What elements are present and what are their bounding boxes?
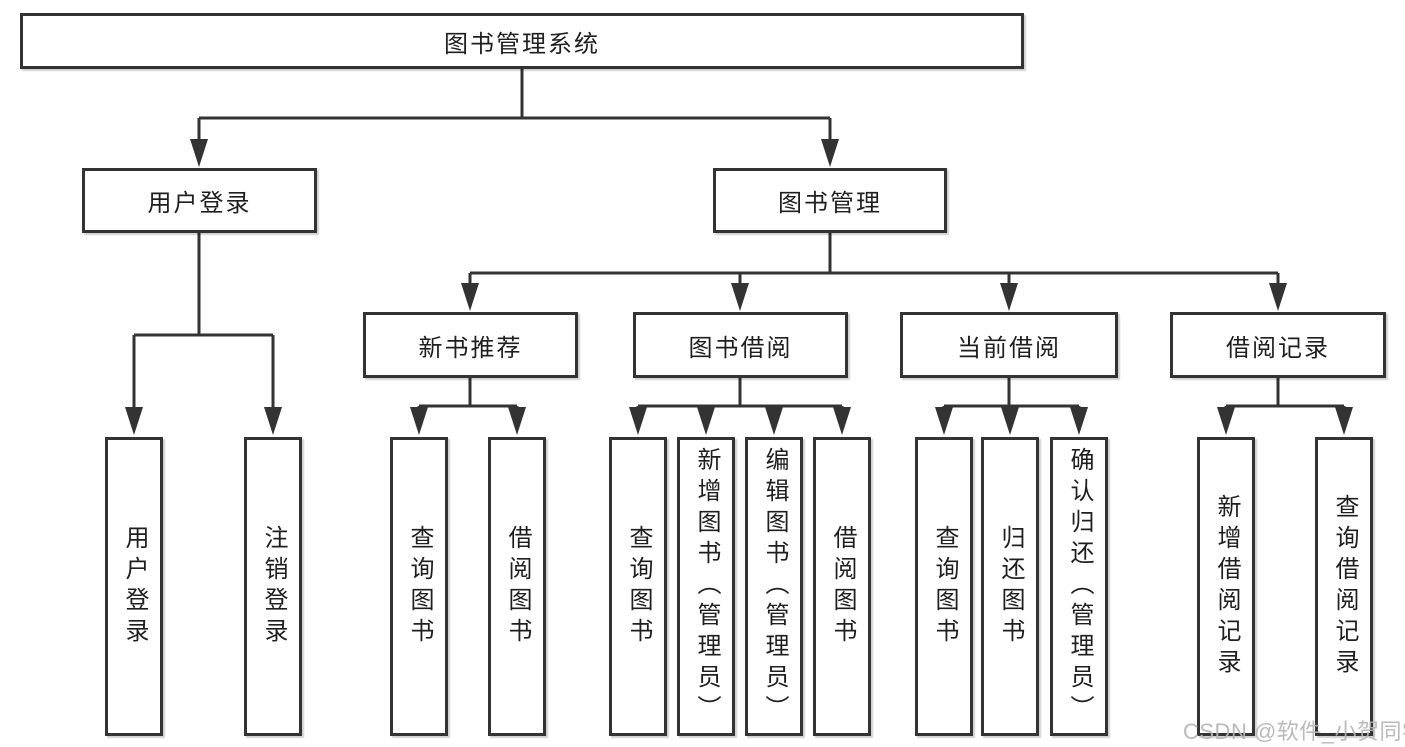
leaf-borrow-books-2: 借阅图书 (813, 437, 871, 736)
leaf-label: 确认归还（管理员） (1066, 447, 1093, 726)
node-user-login: 用户登录 (82, 168, 317, 233)
leaf-label: 归还图书 (997, 524, 1024, 649)
node-label: 借阅记录 (1226, 334, 1330, 362)
leaf-label: 用户登录 (121, 524, 148, 649)
leaf-label: 编辑图书（管理员） (761, 447, 788, 726)
leaf-label: 查询图书 (625, 524, 652, 649)
node-label: 图书管理 (778, 190, 882, 217)
leaf-label: 借阅图书 (504, 524, 531, 649)
leaf-label: 新增图书（管理员） (693, 447, 720, 726)
leaf-confirm-return-admin: 确认归还（管理员） (1050, 437, 1108, 736)
leaf-query-borrow-record: 查询借阅记录 (1315, 437, 1373, 736)
leaf-label: 查询图书 (931, 524, 958, 649)
leaf-logout: 注销登录 (244, 437, 302, 736)
leaf-label: 查询借阅记录 (1331, 493, 1358, 680)
leaf-borrow-books-1: 借阅图书 (488, 437, 546, 736)
leaf-query-books-1: 查询图书 (390, 437, 448, 736)
node-label: 图书管理系统 (444, 30, 600, 58)
leaf-edit-book-admin: 编辑图书（管理员） (745, 437, 803, 736)
node-book-borrow: 图书借阅 (633, 312, 848, 378)
node-new-book-recommend: 新书推荐 (363, 312, 578, 378)
node-library-management-system: 图书管理系统 (20, 13, 1024, 69)
leaf-label: 注销登录 (260, 524, 287, 649)
leaf-add-book-admin: 新增图书（管理员） (677, 437, 735, 736)
node-label: 当前借阅 (957, 334, 1061, 362)
leaf-add-borrow-record: 新增借阅记录 (1197, 437, 1255, 736)
node-borrow-records: 借阅记录 (1170, 312, 1386, 378)
csdn-watermark: CSDN @软件_小贺同学 (1183, 719, 1405, 744)
leaf-label: 借阅图书 (829, 524, 856, 649)
node-label: 新书推荐 (418, 334, 523, 362)
leaf-user-login: 用户登录 (105, 437, 163, 736)
node-label: 图书借阅 (688, 334, 793, 362)
leaf-query-books-2: 查询图书 (609, 437, 667, 736)
leaf-label: 新增借阅记录 (1213, 493, 1240, 680)
leaf-query-books-3: 查询图书 (915, 437, 973, 736)
node-book-management: 图书管理 (713, 168, 947, 233)
leaf-label: 查询图书 (406, 524, 433, 649)
node-current-borrow: 当前借阅 (900, 312, 1118, 378)
leaf-return-book: 归还图书 (981, 437, 1039, 736)
arrowheads (125, 139, 1353, 435)
node-label: 用户登录 (147, 190, 252, 217)
